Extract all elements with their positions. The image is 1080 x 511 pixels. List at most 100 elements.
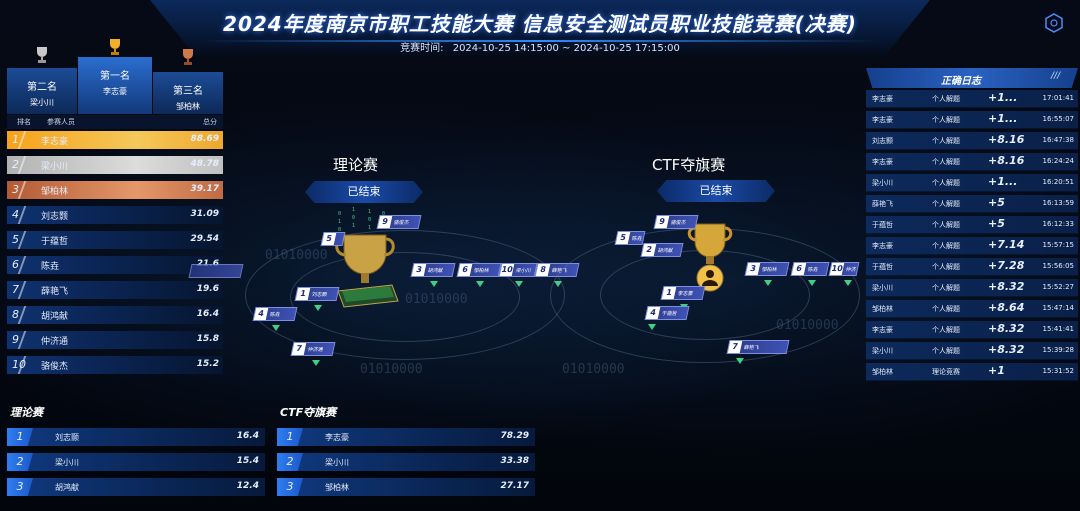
theory-node-name: 刘志颢 bbox=[311, 291, 328, 298]
log-name: 李志豪 bbox=[872, 95, 893, 103]
silver-trophy-icon bbox=[37, 47, 47, 63]
log-time: 15:56:05 bbox=[1042, 262, 1074, 270]
log-score: +1... bbox=[988, 112, 1018, 125]
ranking-row-score: 88.69 bbox=[190, 134, 219, 144]
ranking-row-name: 刘志颢 bbox=[41, 212, 69, 222]
log-score: +8.16 bbox=[988, 133, 1025, 146]
theory-node-name: 梁小川 bbox=[515, 267, 532, 274]
podium-third-name: 邹柏林 bbox=[176, 102, 200, 111]
row-divider bbox=[17, 281, 27, 299]
ranking-row-name: 仲济通 bbox=[41, 337, 69, 347]
binary-decoration: 01010000 bbox=[562, 362, 625, 377]
log-score: +8.16 bbox=[988, 154, 1025, 167]
log-score: +5 bbox=[988, 196, 1005, 209]
log-row: 梁小川个人解题+1...16:20:51 bbox=[866, 174, 1078, 192]
ctf-node-name: 邹柏林 bbox=[761, 266, 778, 273]
settings-hex-icon[interactable] bbox=[1045, 13, 1063, 33]
log-score: +5 bbox=[988, 217, 1005, 230]
log-name: 李志豪 bbox=[872, 242, 893, 250]
ctf-node-rank: 10 bbox=[829, 263, 845, 275]
log-type: 个人解题 bbox=[932, 179, 960, 187]
bottom-theory-name: 梁小川 bbox=[55, 458, 79, 467]
ctf-title: CTF夺旗赛 bbox=[652, 156, 726, 174]
ranking-row-name: 陈垚 bbox=[41, 262, 60, 272]
bottom-ctf-score: 27.17 bbox=[500, 481, 529, 491]
ranking-row-name: 骆俊杰 bbox=[41, 362, 69, 372]
log-time: 16:55:07 bbox=[1042, 115, 1074, 123]
ranking-row-rank: 5 bbox=[12, 233, 19, 246]
log-score: +1 bbox=[988, 364, 1005, 377]
ctf-node-rank: 5 bbox=[615, 232, 631, 244]
ranking-row-rank: 3 bbox=[12, 183, 19, 196]
ranking-row-rank: 4 bbox=[12, 208, 19, 221]
podium-first: 第一名 李志豪 bbox=[78, 57, 152, 114]
ctf-node-rank: 7 bbox=[727, 341, 743, 353]
log-type: 个人解题 bbox=[932, 326, 960, 334]
ctf-node-name: 仲济 bbox=[845, 266, 857, 273]
log-time: 16:13:59 bbox=[1042, 199, 1074, 207]
log-time: 15:47:14 bbox=[1042, 304, 1074, 312]
ranking-row-name: 胡鸿献 bbox=[41, 312, 69, 322]
theory-trophy-book-icon: 010 101 101 01 bbox=[335, 207, 399, 308]
log-name: 李志豪 bbox=[872, 326, 893, 334]
theory-node-partial bbox=[188, 264, 244, 278]
ranking-row-rank: 2 bbox=[12, 158, 19, 171]
theory-node-arrow bbox=[515, 281, 523, 287]
gold-trophy-icon bbox=[110, 39, 120, 55]
ctf-node-rank: 3 bbox=[745, 263, 761, 275]
log-name: 薛艳飞 bbox=[872, 200, 893, 208]
log-score: +8.64 bbox=[988, 301, 1025, 314]
log-score: +7.14 bbox=[988, 238, 1025, 251]
podium-second-name: 梁小川 bbox=[30, 98, 54, 107]
theory-node-arrow bbox=[476, 281, 484, 287]
theory-node-rank: 8 bbox=[535, 264, 551, 276]
row-divider bbox=[17, 206, 27, 224]
theory-node-rank: 1 bbox=[295, 288, 311, 300]
page-title: 2024年度南京市职工技能大赛 信息安全测试员职业技能竞赛(决赛) bbox=[223, 12, 857, 36]
ranking-row-name: 李志豪 bbox=[41, 137, 69, 147]
log-time: 15:52:27 bbox=[1042, 283, 1074, 291]
ranking-row-name: 薛艳飞 bbox=[41, 287, 69, 297]
ranking-row-rank: 1 bbox=[12, 133, 19, 146]
log-score: +1... bbox=[988, 175, 1018, 188]
ctf-node-arrow bbox=[648, 324, 656, 330]
podium-second: 第二名 梁小川 bbox=[7, 68, 77, 114]
ctf-node-name: 于蕴哲 bbox=[661, 310, 678, 317]
podium-third-place: 第三名 bbox=[173, 86, 203, 97]
header-banner bbox=[150, 0, 930, 58]
log-type: 个人解题 bbox=[932, 242, 960, 250]
theory-status-badge: 已结束 bbox=[305, 181, 423, 203]
ranking-row-score: 15.2 bbox=[196, 359, 219, 369]
theory-node-arrow bbox=[314, 305, 322, 311]
ctf-node-arrow bbox=[844, 280, 852, 286]
ranking-row-rank: 9 bbox=[12, 333, 19, 346]
ctf-status-badge: 已结束 bbox=[657, 180, 775, 202]
log-score: +8.32 bbox=[988, 343, 1025, 356]
theory-node-name: 仲济通 bbox=[307, 346, 324, 353]
svg-text:0: 0 bbox=[338, 211, 341, 217]
ctf-node-name: 胡鸿献 bbox=[657, 247, 674, 254]
log-time: 16:24:24 bbox=[1042, 157, 1074, 165]
theory-node-rank: 4 bbox=[253, 308, 269, 320]
row-divider bbox=[17, 181, 27, 199]
log-name: 李志豪 bbox=[872, 158, 893, 166]
